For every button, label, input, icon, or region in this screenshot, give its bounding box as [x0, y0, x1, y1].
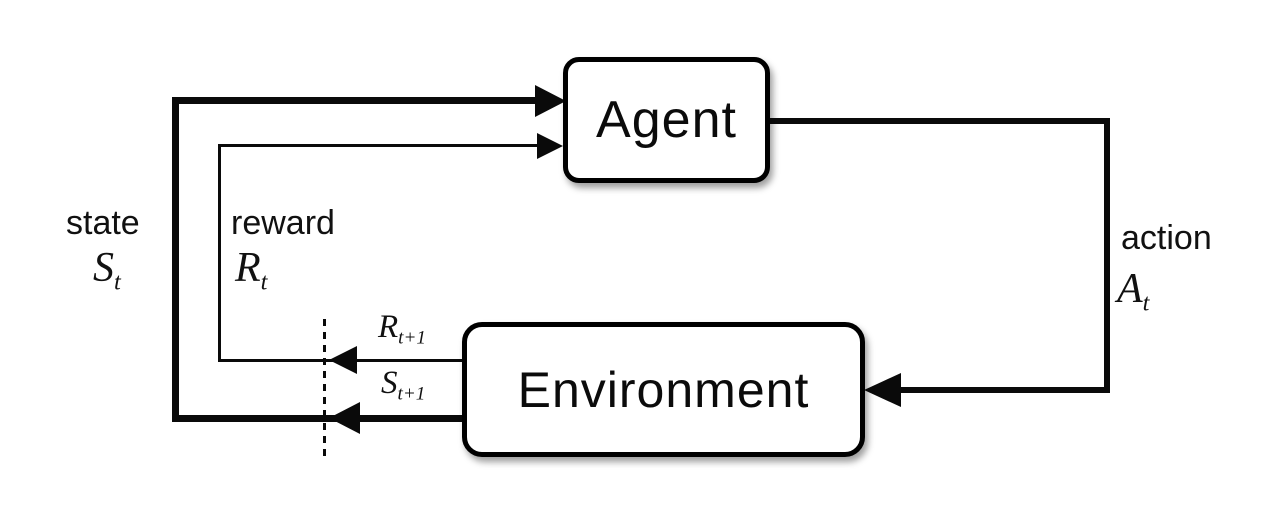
next-state-symbol-subscript: t+1 [397, 383, 426, 405]
agent-node: Agent [563, 57, 770, 183]
next-reward-symbol: Rt+1 [378, 309, 426, 348]
time-boundary-dashed-line [323, 319, 326, 460]
environment-node-label: Environment [517, 361, 810, 418]
action-edge-vertical-segment [1104, 118, 1110, 393]
action-edge-top-segment [770, 118, 1110, 124]
state-symbol-subscript: t [114, 268, 121, 296]
reward-edge-vertical-segment [218, 144, 221, 362]
environment-node: Environment [462, 322, 865, 457]
state-edge-bottom-segment [172, 415, 464, 422]
reward-arrowhead-at-time-boundary-icon [329, 346, 357, 374]
next-state-symbol-base: S [381, 365, 398, 401]
state-arrowhead-into-agent-icon [535, 85, 566, 117]
reward-symbol: Rt [235, 245, 267, 294]
reward-label: reward [231, 204, 335, 242]
action-edge-bottom-segment [900, 387, 1110, 393]
next-reward-symbol-subscript: t+1 [398, 327, 426, 349]
reward-symbol-base: R [235, 245, 261, 291]
action-arrowhead-into-environment-icon [864, 373, 901, 407]
state-edge-vertical-segment [172, 97, 179, 422]
next-state-symbol: St+1 [381, 365, 425, 404]
reward-arrowhead-into-agent-icon [537, 133, 563, 159]
state-symbol: St [93, 245, 121, 294]
agent-node-label: Agent [596, 91, 737, 149]
reward-edge-top-segment [218, 144, 540, 147]
state-symbol-base: S [93, 245, 114, 291]
action-symbol-subscript: t [1142, 289, 1150, 317]
action-symbol-base: A [1117, 266, 1143, 312]
state-arrowhead-at-time-boundary-icon [329, 402, 360, 434]
reward-symbol-subscript: t [260, 268, 268, 296]
state-label: state [66, 204, 140, 242]
action-symbol: At [1117, 266, 1149, 315]
action-label: action [1121, 219, 1212, 257]
state-edge-top-segment [172, 97, 538, 104]
next-reward-symbol-base: R [378, 309, 399, 345]
